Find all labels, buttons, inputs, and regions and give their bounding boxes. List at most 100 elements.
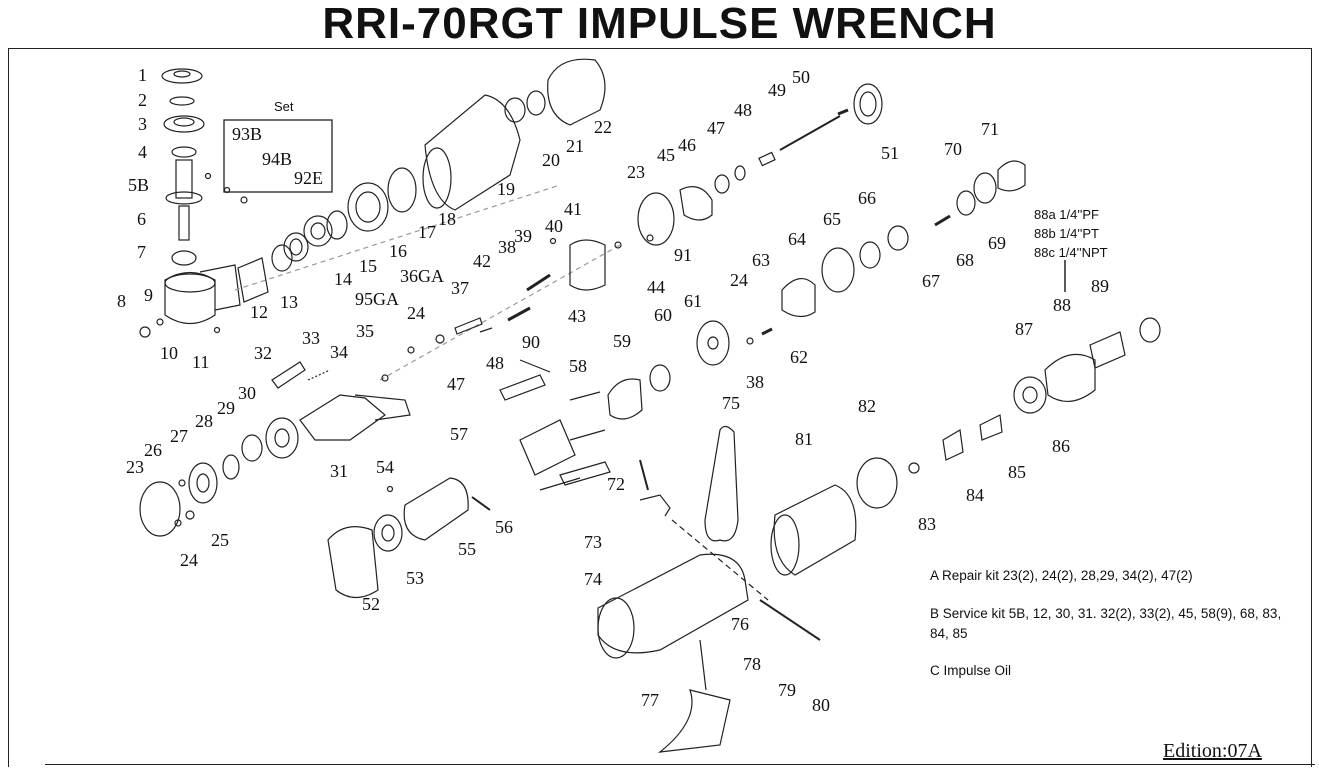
part-number-label: 36GA bbox=[400, 266, 444, 286]
part-number-label: 89 bbox=[1091, 276, 1109, 296]
part-number-label: 42 bbox=[473, 251, 491, 271]
part-55 bbox=[403, 477, 469, 541]
part-22 bbox=[547, 58, 606, 126]
part-number-label: 23 bbox=[627, 162, 645, 182]
part-number-label: 85 bbox=[1008, 462, 1026, 482]
part-number-label: 74 bbox=[584, 569, 602, 589]
part-number-label: 24 bbox=[180, 550, 198, 570]
part-number-label: 79 bbox=[778, 680, 796, 700]
part-61 bbox=[696, 320, 730, 366]
part-number-label: 10 bbox=[160, 343, 178, 363]
part-number-label: 31 bbox=[330, 461, 348, 481]
part-63 bbox=[781, 278, 816, 318]
part-number-label: 48 bbox=[486, 353, 504, 373]
inlet-options: 88a 1/4''PF 88b 1/4''PT 88c 1/4''NPT bbox=[1034, 205, 1108, 262]
part-number-label: 65 bbox=[823, 209, 841, 229]
part-number-label: 38 bbox=[498, 237, 516, 257]
part-number-label: 50 bbox=[792, 67, 810, 87]
part-number-label: 14 bbox=[334, 269, 352, 289]
part-number-label: 8 bbox=[117, 291, 126, 311]
part-number-label: 13 bbox=[280, 292, 298, 312]
part-52 bbox=[327, 526, 379, 599]
part-number-label: 80 bbox=[812, 695, 830, 715]
part-number-label: 17 bbox=[418, 222, 436, 242]
bottom-rule bbox=[45, 764, 1315, 765]
part-number-label: 12 bbox=[250, 302, 268, 322]
inlet-option: 88c 1/4''NPT bbox=[1034, 245, 1108, 260]
part-71 bbox=[997, 160, 1026, 192]
part-number-label: 61 bbox=[684, 291, 702, 311]
part-7 bbox=[171, 250, 197, 266]
part-number-label: 75 bbox=[722, 393, 740, 413]
part-10 bbox=[164, 271, 216, 325]
part-number-label: 22 bbox=[594, 117, 612, 137]
part-number-label: 53 bbox=[406, 568, 424, 588]
part-number-label: 84 bbox=[966, 485, 984, 505]
part-12 bbox=[237, 257, 269, 303]
part-number-label: 25 bbox=[211, 530, 229, 550]
part-59 bbox=[607, 378, 643, 420]
part-number-label: 63 bbox=[752, 250, 770, 270]
part-number-label: 38 bbox=[746, 372, 764, 392]
part-41 bbox=[569, 239, 606, 291]
part-number-label: 71 bbox=[981, 119, 999, 139]
part-number-label: 37 bbox=[451, 278, 469, 298]
part-number-label: 49 bbox=[768, 80, 786, 100]
part-4 bbox=[171, 146, 197, 158]
part-81 bbox=[773, 484, 857, 576]
part-number-label: 56 bbox=[495, 517, 513, 537]
part-number-label: 24 bbox=[730, 270, 748, 290]
part-number-label: 16 bbox=[389, 241, 407, 261]
inlet-option: 88a 1/4''PF bbox=[1034, 207, 1099, 222]
part-number-label: 48 bbox=[734, 100, 752, 120]
part-number-label: 87 bbox=[1015, 319, 1033, 339]
part-number-label: 6 bbox=[137, 209, 146, 229]
part-number-label: 90 bbox=[522, 332, 540, 352]
part-5b bbox=[175, 159, 193, 199]
part-number-label: 59 bbox=[613, 331, 631, 351]
part-number-label: 23 bbox=[126, 457, 144, 477]
part-number-label: 21 bbox=[566, 136, 584, 156]
part-87 bbox=[1044, 353, 1096, 402]
part-number-label: 72 bbox=[607, 474, 625, 494]
part-number-label: 9 bbox=[144, 285, 153, 305]
part-number-label: 70 bbox=[944, 139, 962, 159]
part-number-label: 30 bbox=[238, 383, 256, 403]
part-number-label: 69 bbox=[988, 233, 1006, 253]
part-number-label: 35 bbox=[356, 321, 374, 341]
part-number-label: 64 bbox=[788, 229, 806, 249]
part-number-label: 18 bbox=[438, 209, 456, 229]
part-number-label: 11 bbox=[192, 352, 210, 372]
edition-label: Edition:07A bbox=[1163, 740, 1262, 762]
set-box bbox=[223, 119, 333, 193]
part-3 bbox=[163, 115, 205, 133]
part-number-label: 66 bbox=[858, 188, 876, 208]
part-number-label: 47 bbox=[707, 118, 725, 138]
part-number-label: 88 bbox=[1053, 295, 1071, 315]
part-number-label: 5B bbox=[128, 175, 150, 195]
part-number-label: 28 bbox=[195, 411, 213, 431]
part-number-label: 29 bbox=[217, 398, 235, 418]
part-16 bbox=[347, 182, 389, 232]
part-number-label: 94B bbox=[262, 149, 293, 169]
service-kit-note: B Service kit 5B, 12, 30, 31. 32(2), 33(… bbox=[930, 606, 1282, 641]
part-number-label: 54 bbox=[376, 457, 394, 477]
part-number-label: 51 bbox=[881, 143, 899, 163]
diagram-title: RRI-70RGT IMPULSE WRENCH bbox=[322, 0, 997, 48]
part-number-label: 83 bbox=[918, 514, 936, 534]
part-number-label: 95GA bbox=[355, 289, 399, 309]
part-88 bbox=[1089, 331, 1126, 369]
impulse-oil-note: C Impulse Oil bbox=[930, 663, 1012, 678]
part-number-label: 77 bbox=[641, 690, 659, 710]
part-number-label: 27 bbox=[170, 426, 188, 446]
part-number-label: 4 bbox=[138, 142, 147, 162]
part-number-label: 39 bbox=[514, 226, 532, 246]
part-number-label: 76 bbox=[731, 614, 749, 634]
part-number-label: 82 bbox=[858, 396, 876, 416]
part-number-label: 3 bbox=[138, 114, 147, 134]
part-number-label: 47 bbox=[447, 374, 465, 394]
part-number-label: 58 bbox=[569, 356, 587, 376]
part-number-label: 93B bbox=[232, 124, 263, 144]
part-number-label: 57 bbox=[450, 424, 468, 444]
